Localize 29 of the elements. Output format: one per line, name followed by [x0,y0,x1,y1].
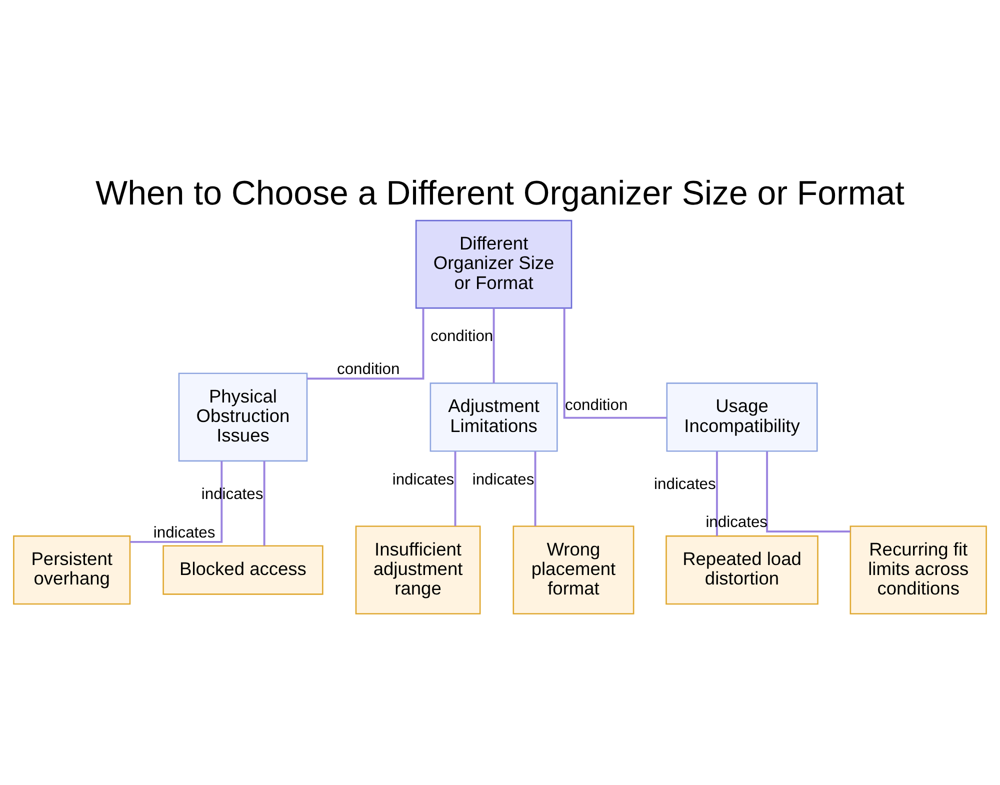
connector [263,460,266,546]
node-box: Blocked access [162,544,324,594]
node-box: Physical Obstruction Issues [178,372,308,462]
node-box: Usage Incompatibility [666,382,818,452]
diagram-title: When to Choose a Different Organizer Size or Format [96,174,904,212]
edge-label: condition [565,396,628,414]
node-box: Recurring fit limits across conditions [850,525,987,614]
edge-label: indicates [153,524,216,541]
node-box: Repeated load distortion [666,534,818,604]
connector [130,460,223,542]
edge-label: condition [337,360,400,378]
connector [454,450,456,526]
connector [766,450,850,532]
edge-label: indicates [472,470,534,488]
edge-label: indicates [201,485,264,502]
edge-label: indicates [654,476,716,493]
edge-label: indicates [706,514,768,531]
connector [307,308,424,380]
node-box: Insufficient adjustment range [355,525,481,614]
connector [534,450,536,526]
connector [563,308,667,418]
connector [492,308,495,383]
edge-label: indicates [392,470,454,488]
edge-label: condition [430,328,494,345]
node-box: Different Organizer Size or Format [415,219,572,308]
node-box: Adjustment Limitations [430,382,558,452]
node-box: Wrong placement format [512,525,634,614]
node-box: Persistent overhang [13,534,131,604]
connector [716,450,718,536]
